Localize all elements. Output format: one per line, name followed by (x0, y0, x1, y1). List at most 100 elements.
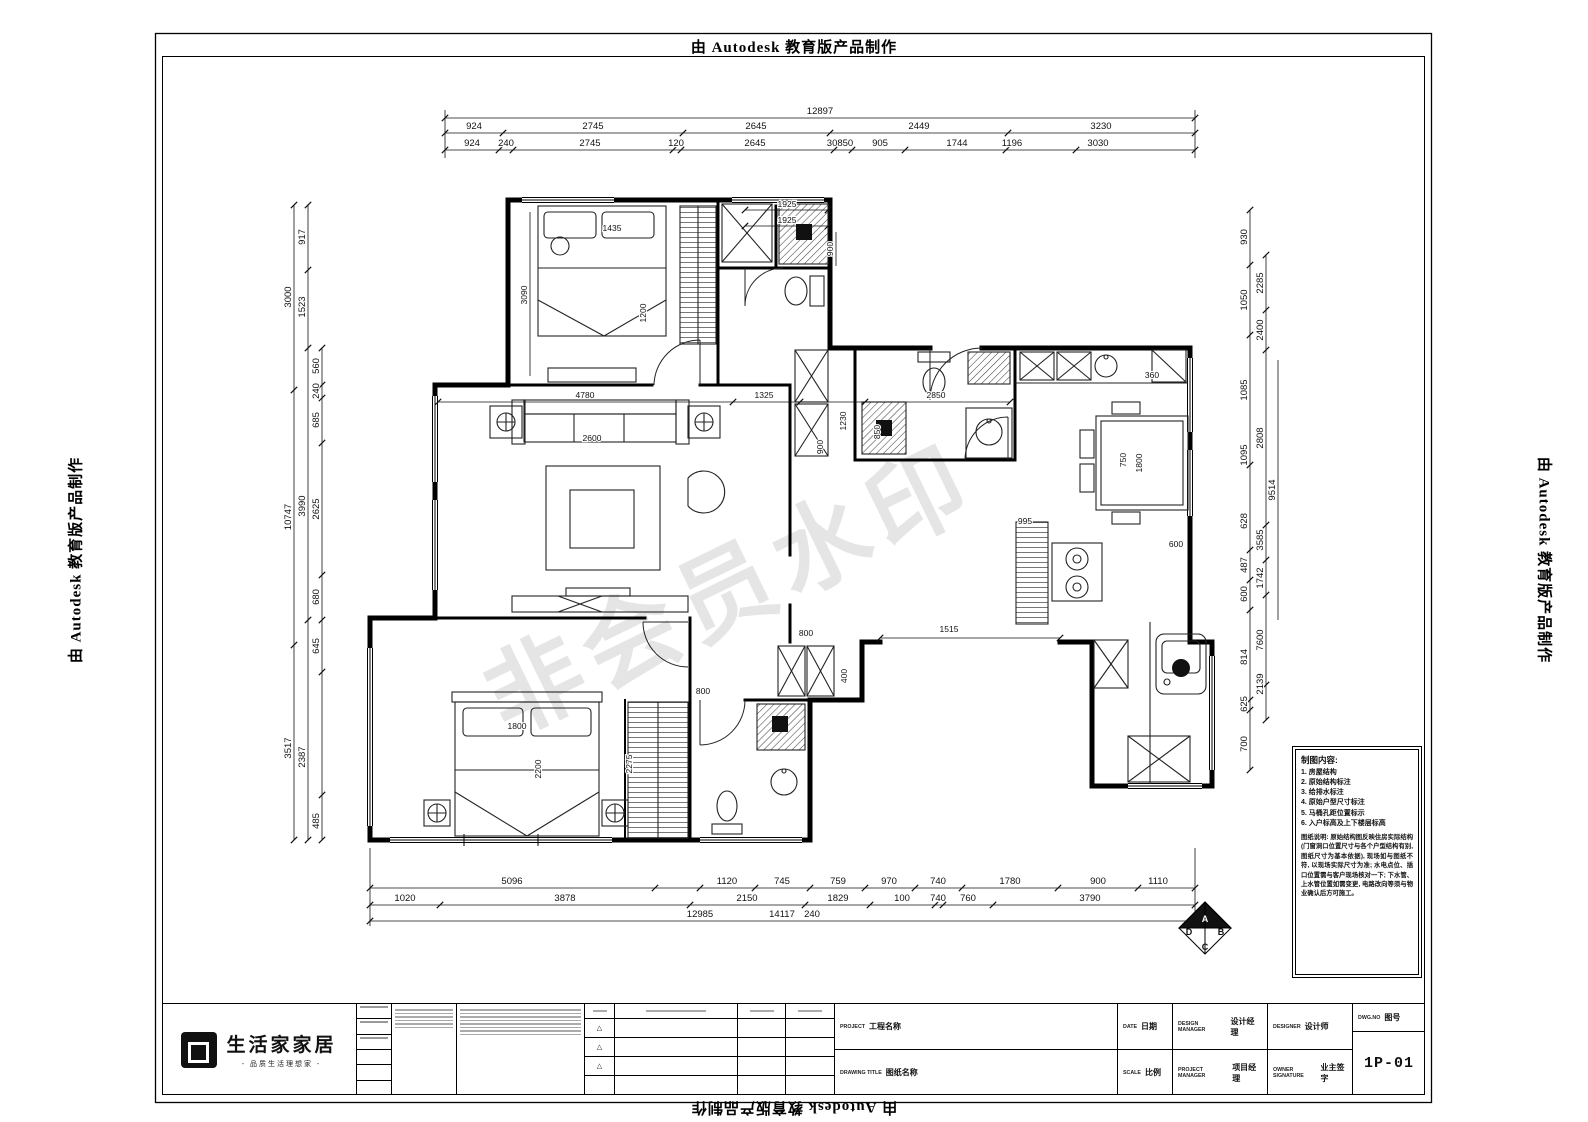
autodesk-banner-top: 由 Autodesk 教育版产品制作 (690, 40, 898, 56)
svg-text:625: 625 (1239, 696, 1250, 712)
svg-text:2625: 2625 (311, 498, 322, 519)
svg-text:600: 600 (1239, 586, 1250, 602)
remarks-column (457, 1004, 585, 1095)
svg-text:1780: 1780 (999, 876, 1020, 887)
svg-text:2449: 2449 (908, 121, 929, 132)
svg-text:2745: 2745 (579, 138, 600, 149)
project-manager-value: 项目经理 (1232, 1062, 1257, 1083)
svg-text:2850: 2850 (927, 390, 946, 400)
company-tagline: - 品质生活理想家 - (241, 1061, 322, 1068)
svg-text:3230: 3230 (1090, 121, 1111, 132)
svg-text:5096: 5096 (501, 876, 522, 887)
svg-text:2600: 2600 (583, 433, 602, 443)
bench (547, 367, 637, 383)
project-label: PROJECT (840, 1023, 866, 1030)
marker-letter-c: C (1202, 942, 1209, 952)
svg-text:924: 924 (464, 138, 480, 149)
scale-value: 比例 (1144, 1068, 1161, 1077)
svg-text:1742: 1742 (1255, 567, 1266, 588)
svg-text:2150: 2150 (736, 893, 757, 904)
svg-text:1800: 1800 (1134, 453, 1144, 472)
svg-text:1085: 1085 (1239, 379, 1250, 400)
svg-text:1196: 1196 (1002, 138, 1022, 149)
notes-body: 图纸说明: 原始结构图反映住房实际结构(门窗洞口位置尺寸与各个户型结构有别, 图… (1301, 833, 1413, 898)
svg-text:900: 900 (825, 242, 835, 256)
watermark-text: 非会员水印 (469, 427, 992, 756)
svg-text:240: 240 (498, 138, 514, 149)
svg-text:680: 680 (311, 589, 322, 605)
dim-top-total: 12897 (807, 106, 833, 117)
svg-text:814: 814 (1239, 649, 1250, 665)
kitchen-counter-top (1015, 349, 1188, 384)
bath-bottom (711, 703, 806, 835)
dining-table (1079, 401, 1189, 525)
svg-text:745: 745 (774, 876, 790, 887)
shower-top (778, 203, 829, 265)
svg-text:30850: 30850 (827, 138, 853, 149)
svg-text:2387: 2387 (297, 746, 308, 767)
svg-text:917: 917 (297, 229, 308, 245)
svg-text:930: 930 (1239, 229, 1250, 245)
svg-text:1744: 1744 (946, 138, 967, 149)
revision-mark: △ (585, 1057, 615, 1075)
svg-text:2200: 2200 (533, 759, 543, 778)
svg-text:2745: 2745 (582, 121, 603, 132)
notes-item: 1. 房屋结构 (1301, 769, 1337, 776)
sheet-number: 1P-01 (1363, 1055, 1414, 1072)
notes-item: 4. 原始户型尺寸标注 (1301, 799, 1365, 807)
drawing-title-label: DRAWING TITLE (840, 1069, 882, 1076)
svg-text:1523: 1523 (297, 296, 308, 317)
svg-text:2645: 2645 (744, 138, 765, 149)
svg-text:3000: 3000 (283, 286, 294, 307)
autodesk-banner-right: 由 Autodesk 教育版产品制作 (1535, 456, 1552, 664)
svg-text:800: 800 (799, 628, 813, 638)
svg-text:485: 485 (311, 813, 322, 829)
notes-item: 3. 给排水标注 (1301, 789, 1344, 797)
drawing-title-value: 图纸名称 (885, 1068, 918, 1077)
svg-text:2400: 2400 (1255, 319, 1266, 340)
drawing-notes-box: 制图内容: 1. 房屋结构 2. 原始结构标注 3. 给排水标注 4. 原始户型… (1292, 746, 1422, 978)
svg-text:1050: 1050 (1239, 289, 1250, 310)
owner-signature-label: OWNER SIGNATURE (1273, 1066, 1304, 1079)
bath-middle (861, 351, 1013, 459)
wardrobe-top (679, 205, 717, 345)
svg-text:4780: 4780 (576, 390, 595, 400)
approval-column (392, 1004, 457, 1095)
svg-text:1515: 1515 (940, 624, 959, 634)
svg-text:560: 560 (311, 358, 322, 374)
svg-text:1095: 1095 (1239, 444, 1250, 465)
notes-item: 2. 原始结构标注 (1301, 779, 1351, 787)
svg-text:240: 240 (804, 909, 820, 920)
svg-text:3878: 3878 (554, 893, 575, 904)
coffee-table-rug (545, 465, 661, 571)
svg-text:1325: 1325 (755, 390, 774, 400)
svg-text:7600: 7600 (1255, 629, 1266, 650)
svg-text:1435: 1435 (603, 223, 622, 233)
svg-text:9514: 9514 (1267, 479, 1278, 500)
svg-text:487: 487 (1239, 557, 1250, 573)
doors (642, 267, 1009, 746)
svg-text:759: 759 (830, 876, 846, 887)
marker-letter-a: A (1202, 914, 1209, 924)
svg-text:740: 740 (930, 893, 946, 904)
svg-text:2808: 2808 (1255, 427, 1266, 448)
svg-text:1020: 1020 (394, 893, 415, 904)
svg-text:970: 970 (881, 876, 897, 887)
svg-text:2285: 2285 (1255, 272, 1266, 293)
marker-letter-d: D (1186, 927, 1193, 937)
washer-box (721, 203, 773, 263)
revision-mark: △ (585, 1019, 615, 1037)
svg-text:900: 900 (1090, 876, 1106, 887)
svg-text:2645: 2645 (745, 121, 766, 132)
svg-text:3585: 3585 (1255, 529, 1266, 550)
windows (365, 195, 1217, 846)
svg-text:3990: 3990 (297, 495, 308, 516)
svg-text:1200: 1200 (638, 303, 648, 322)
svg-text:3090: 3090 (519, 285, 529, 304)
svg-text:600: 600 (1169, 539, 1183, 549)
svg-text:1925: 1925 (778, 199, 797, 209)
svg-text:740: 740 (930, 876, 946, 887)
notes-item: 6. 入户标高及上下楼层标高 (1301, 819, 1386, 827)
